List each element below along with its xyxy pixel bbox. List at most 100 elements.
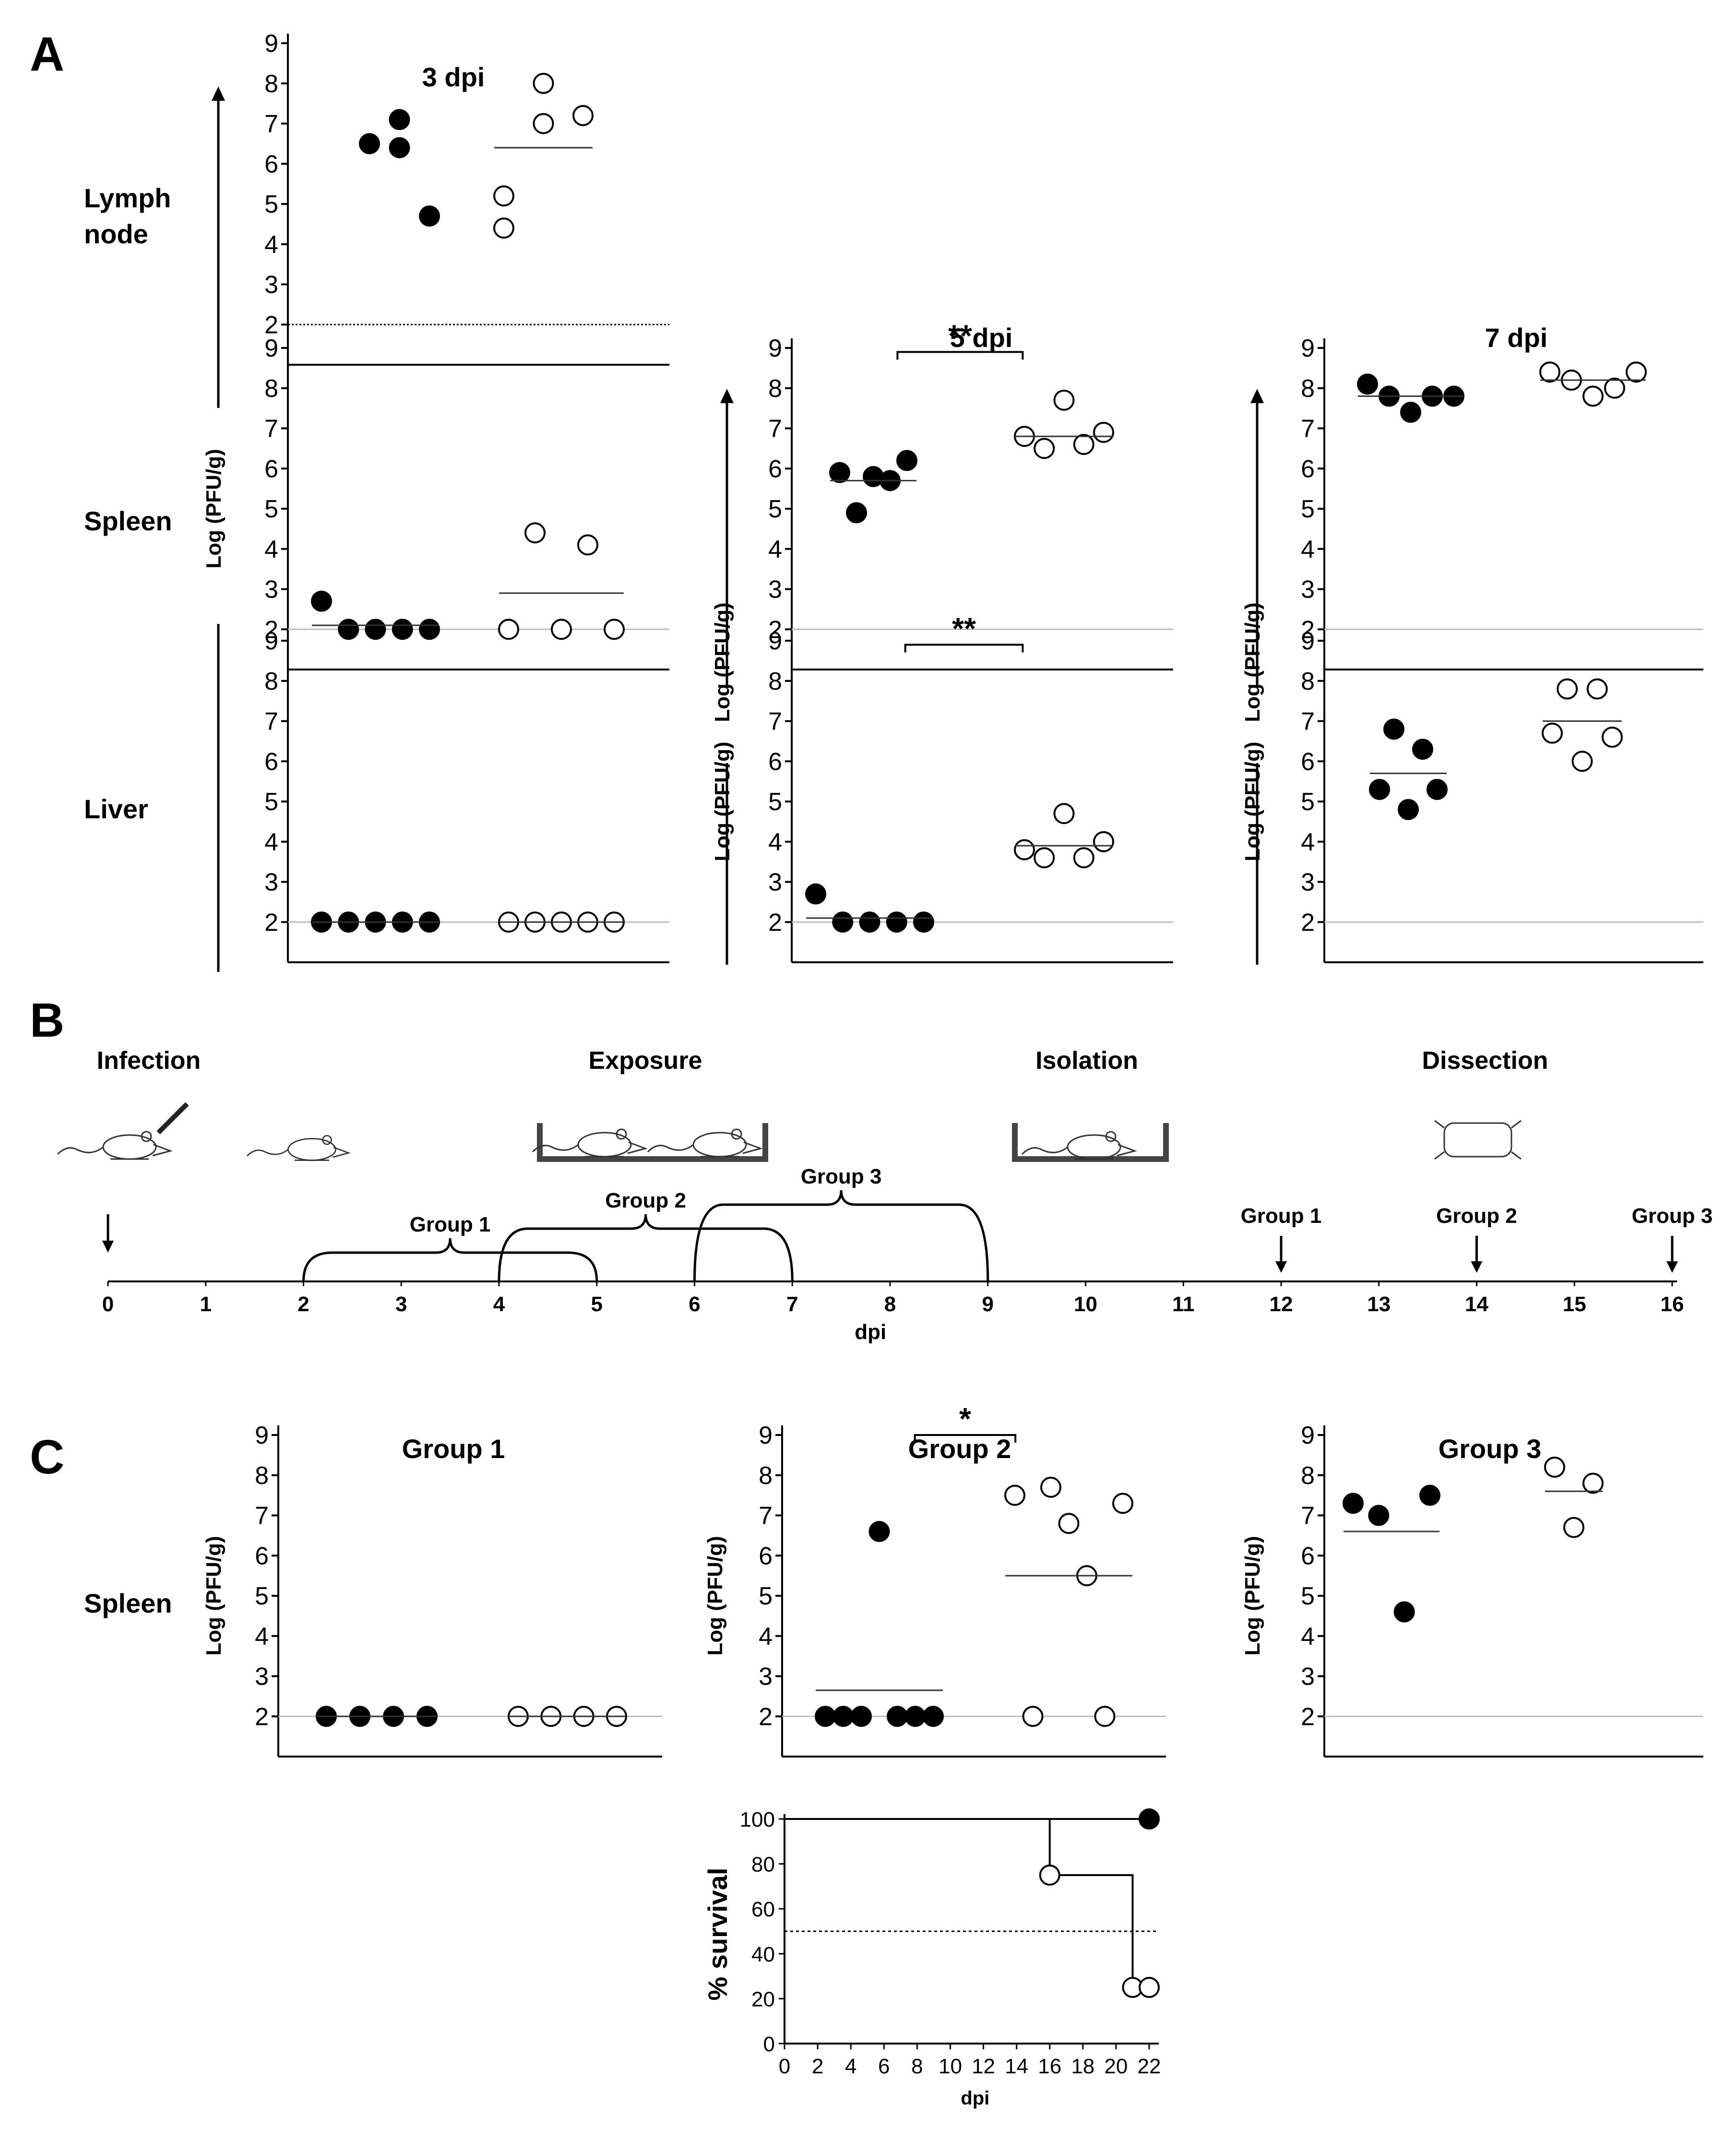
y-tick-label: 5 bbox=[264, 495, 278, 523]
y-tick-label: 9 bbox=[264, 627, 278, 655]
axis-arrow-head bbox=[212, 86, 225, 101]
y-tick-label: 4 bbox=[264, 536, 278, 563]
y-axis-label: Log (PFU/g) bbox=[1241, 1536, 1264, 1655]
mouse-icon-exposure-2 bbox=[647, 1128, 763, 1158]
axis-arrow-head bbox=[1250, 389, 1264, 403]
y-tick-label: 7 bbox=[255, 1502, 269, 1530]
timeline-tick-label: 12 bbox=[1270, 1292, 1293, 1316]
timeline-tick-label: 3 bbox=[395, 1292, 407, 1316]
y-tick-label: 9 bbox=[264, 335, 278, 362]
y-tick-label: 5 bbox=[768, 788, 782, 816]
data-point-open bbox=[1626, 361, 1647, 383]
y-tick-label: 8 bbox=[255, 1462, 269, 1490]
survival-y-tick-label: 40 bbox=[751, 1943, 775, 1966]
data-point-open bbox=[1544, 1457, 1565, 1478]
data-point-open bbox=[604, 619, 625, 640]
data-point-open bbox=[1022, 1706, 1044, 1727]
data-point-filled bbox=[815, 1706, 836, 1727]
y-tick-label: 4 bbox=[264, 231, 278, 259]
data-point-open bbox=[572, 105, 594, 126]
y-tick-label: 2 bbox=[255, 1703, 269, 1731]
survival-x-tick-label: 12 bbox=[972, 2055, 995, 2078]
data-point-filled bbox=[1393, 1601, 1415, 1623]
timeline-tick-label: 10 bbox=[1074, 1292, 1097, 1316]
exposure-group-label: Group 3 bbox=[801, 1165, 882, 1188]
timeline-tick-label: 9 bbox=[982, 1292, 994, 1316]
timeline-tick-label: 7 bbox=[786, 1292, 798, 1316]
dissection-arrow-head bbox=[1666, 1261, 1678, 1273]
data-point-open bbox=[1571, 751, 1593, 772]
y-tick-label: 4 bbox=[264, 828, 278, 856]
cage-icon bbox=[537, 1123, 768, 1162]
y-tick-label: 2 bbox=[768, 616, 782, 644]
timeline-tick-label: 16 bbox=[1661, 1292, 1684, 1316]
stage-label: Exposure bbox=[589, 1047, 702, 1075]
mouse-head bbox=[332, 1147, 351, 1158]
exposure-brace bbox=[498, 1214, 794, 1282]
y-tick-label: 7 bbox=[759, 1502, 773, 1530]
timeline-tick-label: 5 bbox=[591, 1292, 603, 1316]
data-point-filled bbox=[1419, 1484, 1440, 1506]
mouse-ear bbox=[322, 1135, 332, 1145]
panel-label-a: A bbox=[30, 27, 64, 81]
data-point-filled bbox=[392, 619, 413, 640]
data-point-open bbox=[1563, 1517, 1584, 1538]
y-tick-label: 3 bbox=[264, 869, 278, 897]
y-tick-label: 6 bbox=[1301, 455, 1315, 483]
data-point-open bbox=[1034, 438, 1055, 459]
survival-y-tick-label: 20 bbox=[751, 1987, 775, 2011]
y-tick-label: 6 bbox=[768, 455, 782, 483]
y-tick-label: 2 bbox=[1301, 909, 1315, 936]
y-tick-label: 2 bbox=[759, 1703, 773, 1731]
survival-x-tick-label: 22 bbox=[1138, 2055, 1161, 2078]
y-tick-label: 3 bbox=[1301, 576, 1315, 604]
data-point-open bbox=[1557, 678, 1578, 700]
data-point-open bbox=[1093, 831, 1114, 852]
mouse-head bbox=[742, 1141, 763, 1154]
data-point-open bbox=[1058, 1513, 1080, 1534]
data-point-filled bbox=[832, 911, 854, 933]
mouse-icon-infected bbox=[57, 1131, 173, 1160]
data-point-open bbox=[1034, 847, 1055, 869]
data-point-open bbox=[493, 217, 514, 239]
data-point-open bbox=[524, 522, 546, 544]
data-point-open bbox=[1586, 678, 1608, 700]
y-tick-label: 8 bbox=[1301, 375, 1315, 403]
data-point-filled bbox=[832, 1706, 854, 1727]
mouse-body bbox=[1067, 1134, 1121, 1160]
y-tick-label: 9 bbox=[255, 1422, 269, 1449]
mouse-icon-isolation bbox=[1021, 1131, 1137, 1160]
mouse-icon-sick bbox=[247, 1135, 351, 1161]
data-point-open bbox=[1094, 1706, 1116, 1727]
data-point-filled bbox=[851, 1706, 872, 1727]
data-point-open bbox=[1040, 1476, 1061, 1498]
y-tick-label: 2 bbox=[1301, 1703, 1315, 1731]
axis-arrow-head bbox=[720, 389, 734, 403]
mouse-head bbox=[1117, 1144, 1137, 1157]
syringe-icon bbox=[156, 1102, 189, 1135]
y-tick-label: 2 bbox=[264, 616, 278, 644]
timeline-tick-label: 14 bbox=[1465, 1292, 1488, 1316]
mouse-body bbox=[577, 1132, 632, 1158]
title-5dpi: 5 dpi bbox=[950, 323, 1013, 353]
data-point-open bbox=[1073, 847, 1094, 869]
data-point-open bbox=[533, 113, 554, 134]
y-tick-label: 5 bbox=[255, 1582, 269, 1610]
data-point-open bbox=[1004, 1484, 1025, 1506]
title-7dpi: 7 dpi bbox=[1485, 323, 1548, 353]
mouse-ear bbox=[731, 1128, 742, 1140]
y-tick-label: 3 bbox=[255, 1663, 269, 1691]
y-tick-label: 7 bbox=[1301, 1502, 1315, 1530]
dissected-limbs bbox=[1434, 1120, 1522, 1160]
data-point-open bbox=[1604, 377, 1625, 399]
y-tick-label: 2 bbox=[768, 909, 782, 936]
y-tick-label: 7 bbox=[264, 415, 278, 443]
infection-arrow-head bbox=[102, 1241, 114, 1253]
survival-x-tick-label: 16 bbox=[1038, 2055, 1061, 2078]
data-point-filled bbox=[913, 911, 934, 933]
data-point-open bbox=[1582, 385, 1604, 407]
